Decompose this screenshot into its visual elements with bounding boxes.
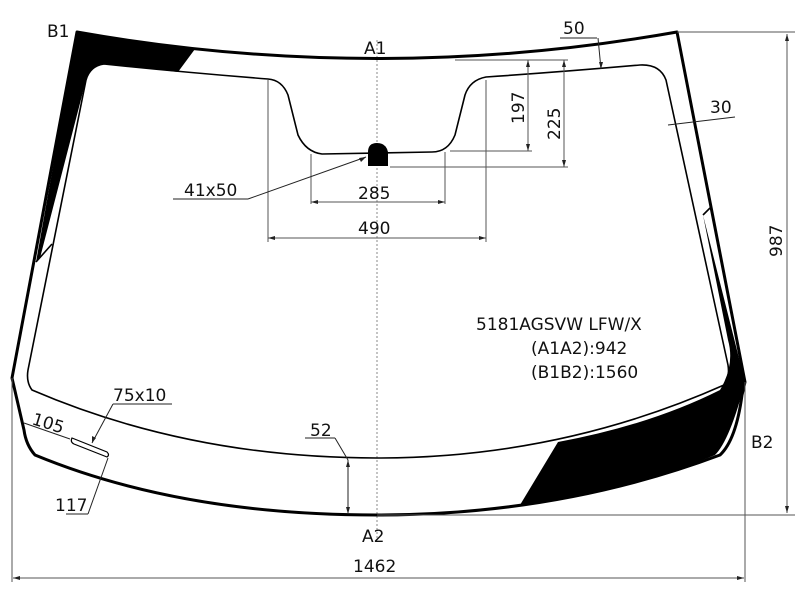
frit-top-left: [36, 32, 195, 262]
frit-right-lower: [520, 215, 745, 505]
dim-105-label: 105: [30, 410, 67, 439]
point-label-b2: B2: [751, 433, 773, 453]
point-label-b1: B1: [47, 22, 69, 42]
dim-197-label: 197: [509, 92, 529, 124]
dim-50-label: 50: [563, 19, 585, 39]
diagonal-a1a2-label: (A1A2):942: [531, 339, 627, 359]
glass-inner-outline: [26, 63, 730, 459]
dim-30-line: [667, 116, 736, 126]
diagonal-b1b2-label: (B1B2):1560: [531, 363, 638, 383]
glass-outer-outline: [10, 30, 747, 517]
dim-117-line: [87, 457, 109, 515]
frit-inner-edge-left: [35, 243, 53, 263]
dim-490-label: 490: [358, 219, 390, 239]
point-label-a1: A1: [364, 39, 386, 59]
dim-225-label: 225: [545, 108, 565, 140]
sensor-mount: [368, 143, 388, 166]
dim-105-line: [23, 422, 71, 440]
sensor-mount-label: 41x50: [184, 181, 237, 201]
sensor-mount-leader: [247, 156, 367, 200]
frit-inner-edge-right: [702, 207, 711, 216]
point-label-a2: A2: [362, 527, 384, 547]
part-code-label: 5181AGSVW LFW/X: [476, 315, 642, 335]
vin-window-leader: [91, 403, 114, 444]
dim-117-label: 117: [55, 496, 87, 516]
dim-285-label: 285: [358, 184, 390, 204]
dim-1462-label: 1462: [353, 557, 396, 577]
dim-987-label: 987: [767, 225, 787, 257]
vin-window-label: 75x10: [113, 386, 166, 406]
dim-52-label: 52: [310, 421, 332, 441]
vin-window: [70, 437, 110, 458]
dim-30-label: 30: [710, 98, 732, 118]
